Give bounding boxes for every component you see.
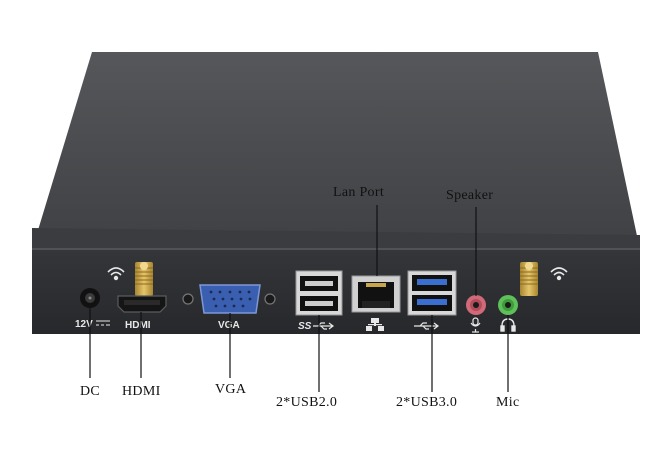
vga-port: [182, 284, 276, 314]
speaker-jack: [466, 295, 486, 315]
wifi-icon: [107, 267, 125, 281]
hdmi-port: [117, 295, 167, 313]
chassis-top-edge: [32, 228, 640, 250]
right-antenna-connector: [520, 262, 538, 296]
usb3-callout: 2*USB3.0: [396, 395, 458, 410]
dc-callout: DC: [80, 384, 101, 399]
svg-text:SS: SS: [298, 321, 312, 332]
network-icon: [366, 318, 384, 331]
mic-jack: [498, 295, 518, 315]
microphone-icon: [470, 317, 481, 333]
vga-panel-label: VGA: [218, 320, 240, 331]
dc-panel-label: 12V: [75, 319, 93, 330]
chassis-top: [32, 52, 640, 250]
lan-port-callout: Lan Port: [333, 185, 385, 200]
hdmi-callout: HDMI: [122, 384, 161, 399]
left-antenna-connector: [135, 262, 153, 296]
wifi-icon: [550, 267, 568, 281]
speaker-callout: Speaker: [446, 188, 494, 203]
usb3-port-stack: [407, 270, 457, 316]
lan-port: [351, 275, 401, 313]
vga-callout: VGA: [215, 382, 247, 397]
hdmi-panel-label: HDMI: [125, 320, 151, 331]
mic-callout: Mic: [496, 395, 520, 410]
callout-lines: [89, 205, 509, 392]
dc-symbol-icon: [96, 320, 110, 326]
usb2-callout: 2*USB2.0: [276, 395, 338, 410]
dc-jack: [80, 288, 100, 308]
usb2-port-stack: [295, 270, 343, 316]
superspeed-usb-icon: SS: [298, 321, 334, 332]
usb-icon: [414, 322, 439, 330]
